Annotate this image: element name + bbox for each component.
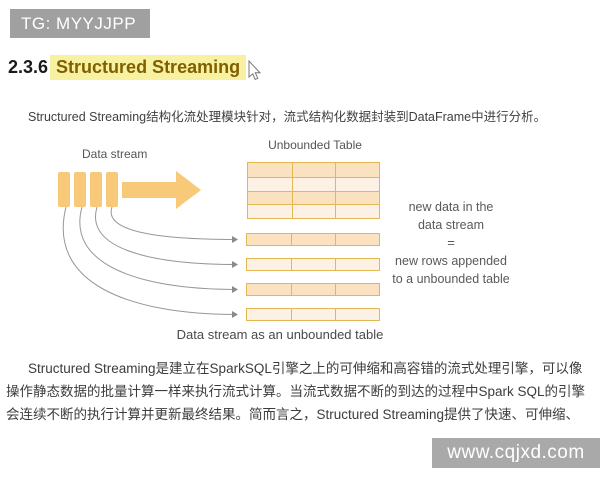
intro-paragraph: Structured Streaming结构化流处理模块针对，流式结构化数据封装… [28, 110, 547, 124]
append-curve [79, 206, 238, 293]
table-cell [248, 190, 292, 205]
stream-bar [74, 172, 86, 207]
appended-row [246, 308, 380, 321]
table-cell [248, 176, 292, 191]
data-stream-arrow-icon [122, 171, 201, 209]
stream-bar [106, 172, 118, 207]
table-cell [291, 163, 336, 177]
paragraph-line: 操作静态数据的批量计算一样来执行流式计算。当流式数据不断的到达的过程中Spark… [6, 384, 586, 399]
equals-sign: = [447, 235, 455, 250]
appended-row [246, 233, 380, 246]
table-cell [291, 176, 336, 191]
append-curve [110, 206, 238, 243]
annotation-line: data stream [417, 218, 484, 232]
table-cell [335, 259, 379, 270]
stream-bar [90, 172, 102, 207]
table-cell [247, 309, 291, 320]
paragraph-line: Structured Streaming是建立在SparkSQL引擎之上的可伸缩… [28, 361, 583, 376]
table-cell [335, 163, 379, 177]
table-cell [291, 284, 335, 295]
table-cell [335, 190, 379, 205]
diagram-caption: Data stream as an unbounded table [176, 327, 384, 342]
section-title-highlight: Structured Streaming [50, 55, 247, 80]
cursor-icon [248, 59, 262, 81]
table-cell [335, 284, 379, 295]
table-cell [335, 176, 379, 191]
table-cell [335, 309, 379, 320]
table-cell [248, 204, 292, 218]
append-curve [62, 206, 238, 318]
unbounded-table-label: Unbounded Table [268, 138, 362, 152]
paragraph-line: 会连续不断的执行计算并更新最终结果。简而言之，Structured Stream… [6, 407, 580, 422]
append-curve [95, 206, 238, 268]
section-number: 2.3.6 [8, 57, 49, 77]
table-cell [247, 284, 291, 295]
table-cell [247, 234, 291, 245]
data-stream-label: Data stream [82, 147, 148, 161]
table-cell [291, 309, 335, 320]
table-cell [291, 234, 335, 245]
body-paragraph: Structured Streaming是建立在SparkSQL引擎之上的可伸缩… [6, 357, 597, 426]
annotation-line: new rows appended [395, 254, 507, 268]
annotation-line: to a unbounded table [392, 272, 510, 286]
table-cell [247, 259, 291, 270]
table-cell [291, 204, 336, 218]
diagram-annotation: new data in the data stream = new rows a… [385, 198, 517, 288]
watermark-badge: www.cqjxd.com [432, 438, 600, 468]
stream-bar [58, 172, 70, 207]
table-cell [248, 163, 292, 177]
unbounded-table [247, 162, 380, 219]
table-cell [335, 234, 379, 245]
table-cell [291, 259, 335, 270]
table-cell [291, 190, 336, 205]
annotation-line: new data in the [408, 200, 494, 214]
appended-row [246, 283, 380, 296]
table-cell [335, 204, 379, 218]
telegram-badge: TG: MYYJJPP [10, 9, 150, 38]
appended-row [246, 258, 380, 271]
